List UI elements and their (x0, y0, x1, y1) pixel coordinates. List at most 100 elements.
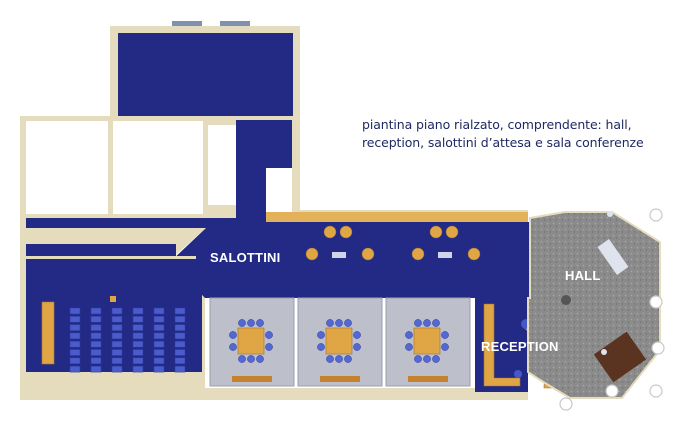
conference-seat (174, 332, 186, 340)
conference-seat (90, 349, 102, 356)
meeting-chair (414, 355, 422, 363)
conference-seat (69, 332, 81, 340)
hall-label: HALL (565, 268, 601, 283)
hall-stairs (593, 331, 647, 383)
meeting-table (325, 327, 353, 355)
armchair (339, 225, 353, 239)
conference-seat (69, 349, 81, 356)
meeting-chair (344, 319, 352, 327)
salottini-label: SALOTTINI (210, 250, 281, 265)
meeting-chair (256, 319, 264, 327)
conference-seat (174, 316, 186, 323)
speaker-desk (41, 301, 55, 365)
conference-seat (174, 357, 186, 365)
coffee-table (438, 252, 452, 258)
meeting-chair (335, 319, 343, 327)
conference-seat (132, 340, 144, 348)
coffee-table (332, 252, 346, 258)
conference-seat (111, 365, 123, 373)
meeting-chair (441, 331, 449, 339)
meeting-chair (326, 355, 334, 363)
meeting-chair (317, 331, 325, 339)
meeting-chair (317, 343, 325, 351)
conference-seat (90, 340, 102, 348)
conference-seat (90, 357, 102, 365)
meeting-chair (238, 355, 246, 363)
armchair (323, 225, 337, 239)
meeting-chair (247, 355, 255, 363)
salottini-floor (26, 120, 540, 298)
conference-seat (174, 340, 186, 348)
meeting-chair (247, 319, 255, 327)
meeting-chair (405, 331, 413, 339)
conference-seat (153, 316, 165, 323)
conference-seat (90, 332, 102, 340)
conference-seat (132, 349, 144, 356)
conference-seat (69, 307, 81, 315)
armchair (411, 247, 425, 261)
hall (527, 211, 661, 399)
conference-seat (174, 324, 186, 331)
conference-seat (111, 324, 123, 331)
conference-seat (174, 307, 186, 315)
meeting-sideboard (408, 376, 448, 382)
meeting-chair (256, 355, 264, 363)
podium (110, 296, 116, 302)
exterior-columns (559, 208, 665, 411)
empty-rooms (26, 121, 292, 214)
armchair (429, 225, 443, 239)
conference-seat (111, 349, 123, 356)
conference-seat (90, 307, 102, 315)
conference-seat (153, 307, 165, 315)
conference-seat (132, 324, 144, 331)
meeting-sideboard (232, 376, 272, 382)
conference-seat (69, 340, 81, 348)
armchair (445, 225, 459, 239)
conference-seat (90, 365, 102, 373)
armchair (467, 247, 481, 261)
conference-seat (132, 307, 144, 315)
meeting-chair (265, 343, 273, 351)
meeting-chair (405, 343, 413, 351)
conference-seat (90, 324, 102, 331)
conference-seat (132, 332, 144, 340)
conference-seat (132, 316, 144, 323)
top-room (110, 21, 300, 118)
conference-seat (111, 332, 123, 340)
meeting-chair (344, 355, 352, 363)
meeting-table (237, 327, 265, 355)
meeting-sideboard (320, 376, 360, 382)
meeting-chair (335, 355, 343, 363)
meeting-chair (423, 319, 431, 327)
conference-seat (111, 340, 123, 348)
description-line-1: piantina piano rialzato, comprendente: h… (362, 117, 632, 132)
meeting-chair (238, 319, 246, 327)
plan-description: piantina piano rialzato, comprendente: h… (362, 116, 692, 152)
conference-seat (111, 307, 123, 315)
conference-seat (153, 332, 165, 340)
description-line-2: reception, salottini d’attesa e sala con… (362, 135, 644, 150)
conference-seat (90, 316, 102, 323)
meeting-chair (265, 331, 273, 339)
conference-seat (111, 316, 123, 323)
armchair (361, 247, 375, 261)
meeting-chair (423, 355, 431, 363)
salottini-counter (266, 212, 528, 222)
conference-seat (69, 357, 81, 365)
conference-seat (69, 365, 81, 373)
meeting-rooms (209, 297, 471, 387)
conference-seat (153, 324, 165, 331)
conference-seat (111, 357, 123, 365)
conference-seat (153, 349, 165, 356)
reception-label: RECEPTION (481, 339, 559, 354)
meeting-chair (229, 343, 237, 351)
armchair (305, 247, 319, 261)
conference-seats (69, 296, 186, 373)
conference-seat (174, 365, 186, 373)
conference-seat (153, 340, 165, 348)
conference-seat (132, 365, 144, 373)
salottini-furniture (305, 225, 481, 261)
conference-seat (174, 349, 186, 356)
meeting-chair (326, 319, 334, 327)
meeting-chair (353, 331, 361, 339)
